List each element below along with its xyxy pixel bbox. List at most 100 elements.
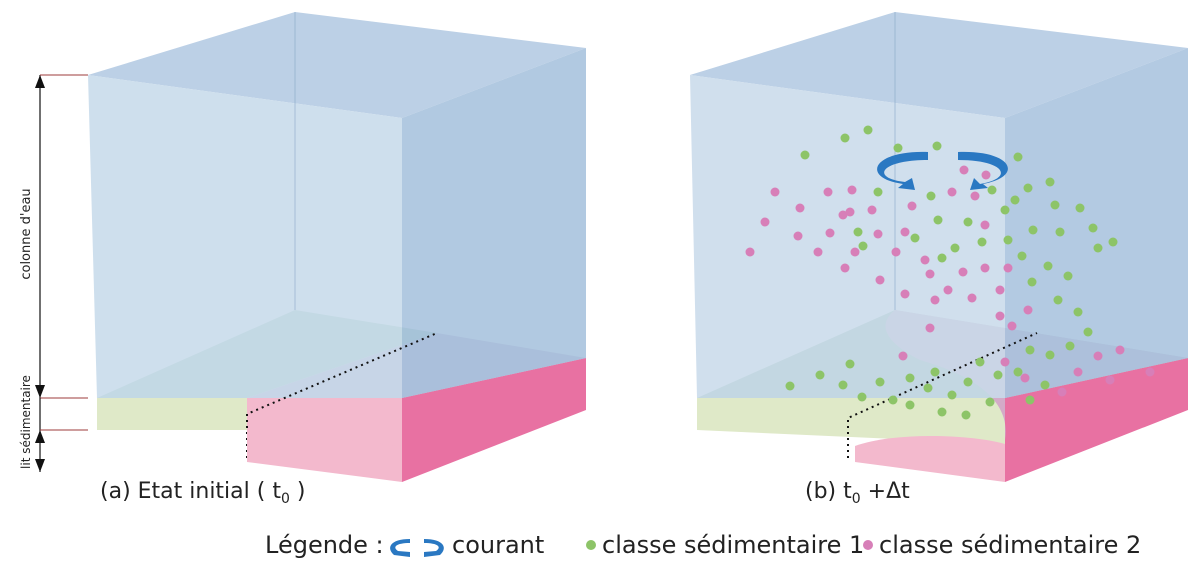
class-1-particle: [923, 383, 933, 393]
pink-dot-icon: [863, 540, 873, 550]
panel-b-box: [690, 12, 1188, 482]
sediment-bed-label: lit sédimentaire: [19, 375, 33, 469]
class-2-particle: [813, 247, 823, 257]
legend-title: Légende :: [265, 531, 384, 559]
class-1-particle: [932, 141, 942, 151]
class-2-particle: [795, 203, 805, 213]
class-1-particle: [937, 407, 947, 417]
class-2-particle: [847, 185, 857, 195]
class-1-particle: [863, 125, 873, 135]
panel-a-water-front: [88, 75, 402, 398]
class-1-particle: [888, 395, 898, 405]
class-1-particle: [985, 397, 995, 407]
class-1-particle: [1010, 195, 1020, 205]
class-1-particle: [910, 233, 920, 243]
class-1-particle: [1028, 225, 1038, 235]
class-1-particle: [1023, 183, 1033, 193]
panel-a-caption: (a) Etat initial ( t0 ): [100, 479, 305, 507]
panel-a-box: [88, 12, 586, 482]
panel-b-class-divider: [847, 332, 1038, 458]
class-1-particle: [1073, 307, 1083, 317]
class-2-particle: [825, 228, 835, 238]
class-2-particle: [900, 289, 910, 299]
class-1-particle: [1045, 177, 1055, 187]
class-2-particle: [970, 191, 980, 201]
class-2-particle: [947, 187, 957, 197]
current-legend-icon: [390, 539, 444, 557]
class-2-particle: [1003, 263, 1013, 273]
class-1-particle: [1025, 395, 1035, 405]
class-1-particle: [853, 227, 863, 237]
class-1-particle: [926, 191, 936, 201]
class-1-particle: [961, 410, 971, 420]
class-2-particle: [995, 285, 1005, 295]
class-2-particle: [823, 187, 833, 197]
class-1-particle: [933, 215, 943, 225]
class-1-particle: [975, 357, 985, 367]
class-2-particle: [840, 263, 850, 273]
class-1-particle: [963, 377, 973, 387]
class-2-particle: [850, 247, 860, 257]
class-2-particle: [1007, 321, 1017, 331]
legend-class1-label: classe sédimentaire 1: [602, 531, 865, 559]
class-1-particle: [1003, 235, 1013, 245]
class-1-particle: [1013, 152, 1023, 162]
water-column-axis: colonne d'eau: [19, 74, 88, 399]
class-2-particle: [959, 165, 969, 175]
class-2-particle: [980, 220, 990, 230]
class-1-particle: [930, 367, 940, 377]
class-2-particle: [930, 295, 940, 305]
class-1-particle: [950, 243, 960, 253]
class-2-particle: [745, 247, 755, 257]
class-1-particle: [977, 237, 987, 247]
class-2-particle: [867, 205, 877, 215]
class-1-particle: [1000, 205, 1010, 215]
class-2-particle: [920, 255, 930, 265]
class-2-particle: [760, 217, 770, 227]
class-1-particle: [1093, 243, 1103, 253]
class-2-particle: [875, 275, 885, 285]
panel-b-water-side: [1005, 48, 1188, 398]
class-2-particle: [980, 263, 990, 273]
class-1-particle: [963, 217, 973, 227]
panel-a-bed-front-green: [97, 398, 247, 430]
legend-current-label: courant: [452, 531, 545, 559]
class-1-particle: [987, 185, 997, 195]
water-column-label: colonne d'eau: [19, 188, 34, 279]
class-1-particle: [873, 187, 883, 197]
panel-a-bed-side: [402, 358, 586, 482]
class-2-particle: [925, 323, 935, 333]
class-2-particle: [838, 210, 848, 220]
class-1-particle: [815, 370, 825, 380]
class-1-particle: [1065, 341, 1075, 351]
class-1-particle: [1050, 200, 1060, 210]
class-1-particle: [840, 133, 850, 143]
class-2-particle: [1020, 373, 1030, 383]
class-1-particle: [993, 370, 1003, 380]
class-1-particle: [1088, 223, 1098, 233]
panel-b-bed-side: [1005, 358, 1188, 482]
class-2-particle: [891, 247, 901, 257]
class-2-particle: [907, 201, 917, 211]
class-1-particle: [785, 381, 795, 391]
class-1-particle: [1055, 227, 1065, 237]
class-2-particle: [943, 285, 953, 295]
class-2-particle: [1000, 357, 1010, 367]
class-1-particle: [905, 400, 915, 410]
class-2-particle: [900, 227, 910, 237]
class-1-particles: [785, 125, 1118, 420]
class-1-particle: [800, 150, 810, 160]
class-2-particle: [873, 229, 883, 239]
class-1-particle: [1013, 367, 1023, 377]
class-1-particle: [1045, 350, 1055, 360]
class-2-particle: [845, 207, 855, 217]
legend: Légende : courant classe sédimentaire 1 …: [0, 523, 1191, 571]
class-1-particle: [905, 373, 915, 383]
class-2-particles: [745, 165, 1155, 397]
class-2-particle: [770, 187, 780, 197]
class-1-particle: [1108, 237, 1118, 247]
class-2-particle: [925, 269, 935, 279]
class-1-particle: [937, 253, 947, 263]
class-1-particle: [838, 380, 848, 390]
